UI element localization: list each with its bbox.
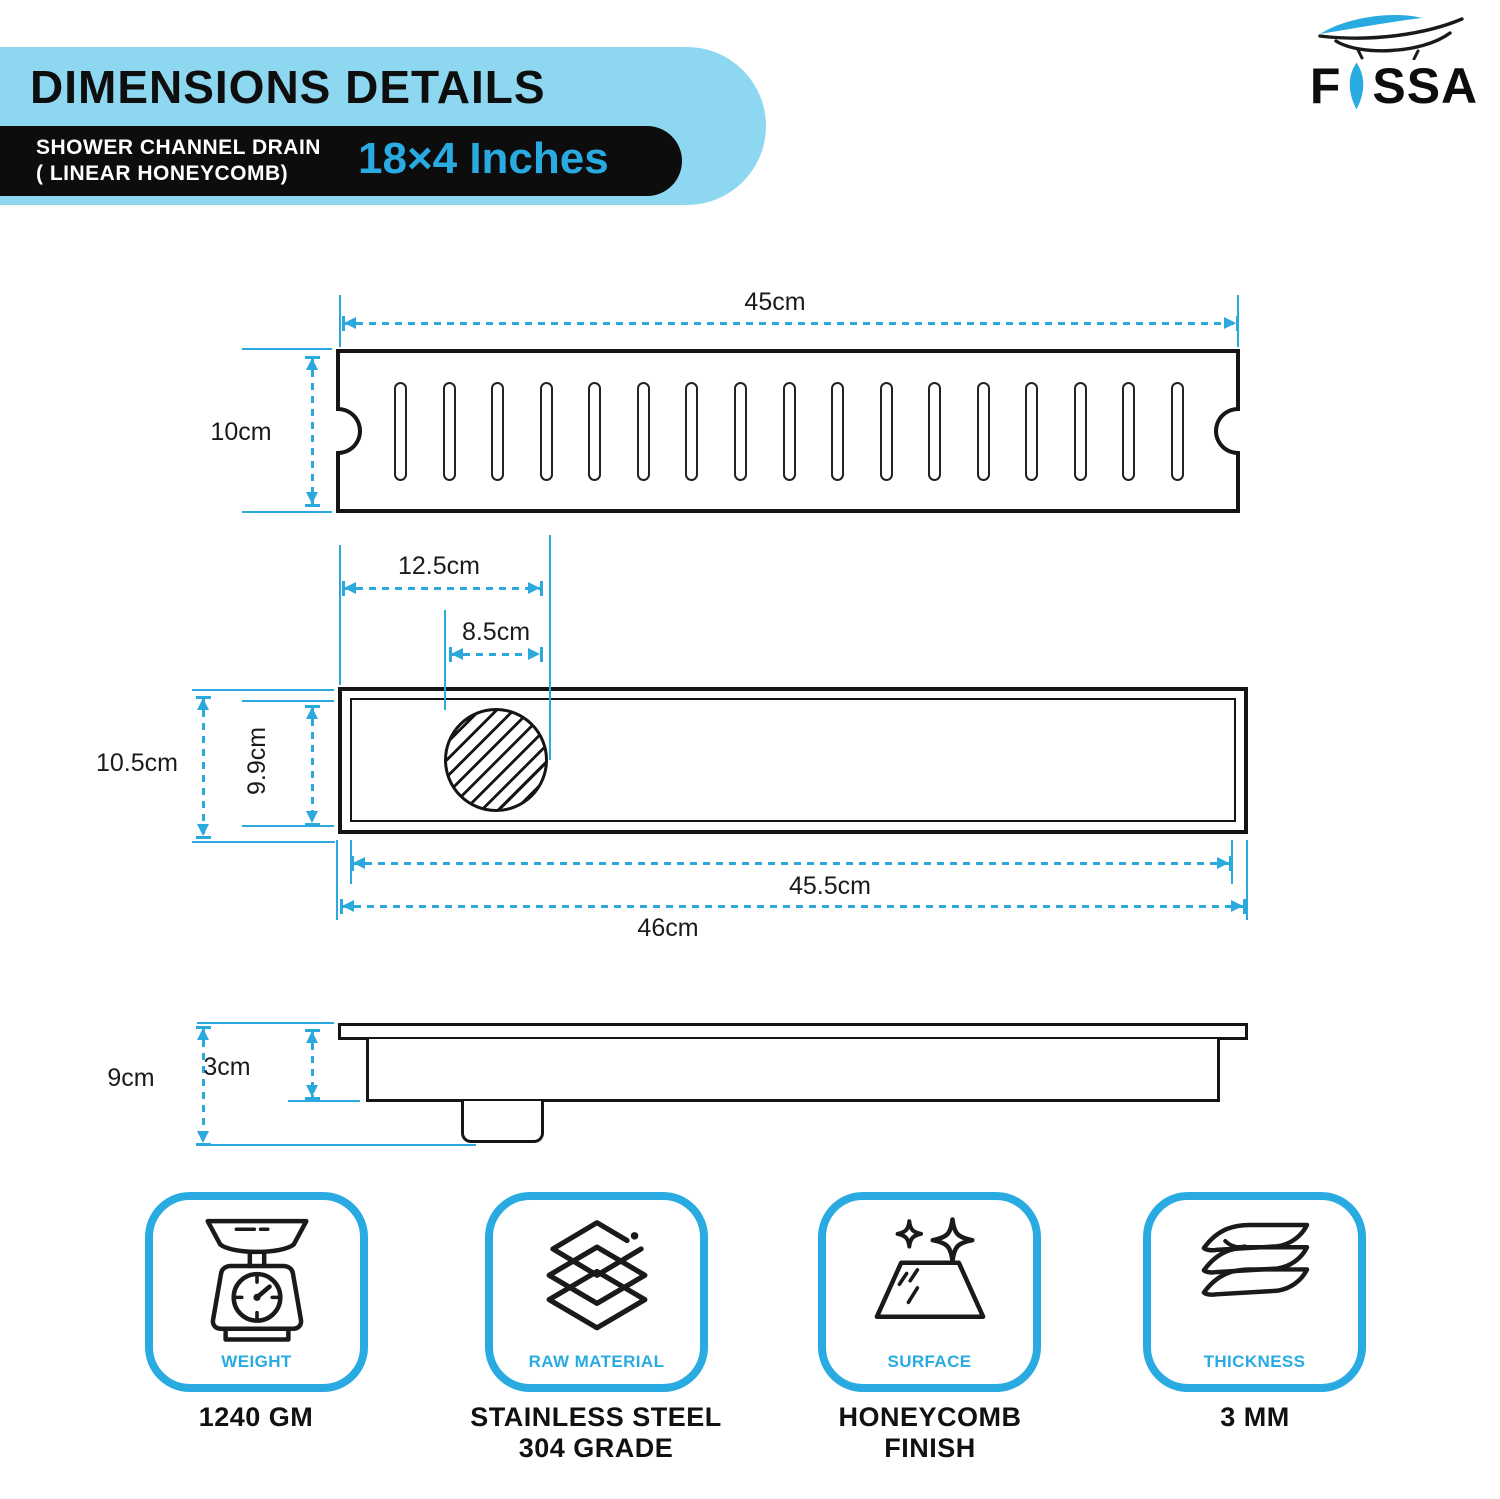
product-name-line2: ( LINEAR HONEYCOMB) <box>36 162 289 185</box>
drain-outlet-hatched <box>444 708 548 812</box>
product-size: 18×4 Inches <box>358 134 609 183</box>
extension-line <box>549 535 551 760</box>
feature-label: WEIGHT <box>221 1352 292 1371</box>
dim-label-outer-width: 46cm <box>637 914 699 942</box>
drain-slot <box>1171 382 1184 481</box>
feature-card-surface: SURFACE <box>818 1192 1041 1392</box>
extension-line <box>242 700 334 702</box>
drain-slot <box>831 382 845 481</box>
feature-card-weight: WEIGHT <box>145 1192 368 1392</box>
feature-card-raw-material: RAW MATERIAL <box>485 1192 708 1392</box>
dim-line-grate-height <box>305 355 320 507</box>
feature-value-surface: HONEYCOMB FINISH <box>790 1402 1070 1464</box>
dim-label-grate-width: 45cm <box>744 288 806 316</box>
drain-slot <box>879 382 893 481</box>
dim-label-drain-diameter: 8.5cm <box>461 618 531 646</box>
feature-value-raw-material: STAINLESS STEEL 304 GRADE <box>456 1402 736 1464</box>
dim-line-drain-diameter <box>448 647 543 662</box>
dim-line-outer-height <box>196 695 211 839</box>
feature-card-thickness: THICKNESS <box>1143 1192 1366 1392</box>
bathtub-icon <box>1318 14 1464 61</box>
drain-slot <box>733 382 747 481</box>
feature-label: THICKNESS <box>1203 1352 1306 1371</box>
feature-label: SURFACE <box>887 1352 972 1371</box>
product-name-line1: SHOWER CHANNEL DRAIN <box>36 136 321 159</box>
dim-line-grate-width <box>341 316 1239 331</box>
dim-line-inner-height <box>305 704 320 826</box>
drain-slot <box>394 382 407 481</box>
brand-logo: F SSA <box>1308 8 1480 111</box>
drain-slot <box>782 382 796 481</box>
shiny-surface-icon <box>874 1217 985 1319</box>
side-view-body <box>366 1039 1220 1102</box>
dim-label-inner-width: 45.5cm <box>789 872 871 900</box>
drain-slot <box>1025 382 1039 481</box>
extension-line <box>1246 840 1248 920</box>
extension-line <box>242 348 332 350</box>
right-notch <box>1214 407 1240 455</box>
dim-label-inner-height: 9.9cm <box>243 726 271 796</box>
feature-value-line2: 304 GRADE <box>518 1433 674 1463</box>
leaf-icon <box>1350 62 1364 110</box>
drain-slot <box>636 382 650 481</box>
feature-value-weight: 1240 GM <box>116 1402 396 1433</box>
extension-line <box>197 1144 476 1146</box>
dim-label-grate-height: 10cm <box>210 418 272 446</box>
drain-slot <box>491 382 505 481</box>
stacked-sheets-icon <box>1201 1222 1309 1297</box>
brand-name: F SSA <box>1308 61 1480 111</box>
feature-value-line1: STAINLESS STEEL <box>470 1402 722 1432</box>
product-pill: SHOWER CHANNEL DRAIN ( LINEAR HONEYCOMB)… <box>0 126 682 196</box>
page-title: DIMENSIONS DETAILS <box>30 61 546 113</box>
dim-line-outer-width <box>339 899 1246 914</box>
dim-label-total-height: 9cm <box>107 1064 155 1092</box>
extension-line <box>336 840 338 920</box>
extension-line <box>339 545 341 685</box>
side-view-flange <box>338 1023 1248 1040</box>
slot-row <box>394 382 1184 481</box>
extension-line <box>192 841 335 843</box>
drain-slot <box>539 382 553 481</box>
extension-line <box>444 610 446 710</box>
brand-name-prefix: F <box>1309 58 1342 114</box>
extension-line <box>242 825 334 827</box>
left-notch <box>336 407 362 455</box>
extension-line <box>242 511 332 513</box>
dim-label-drain-offset: 12.5cm <box>398 552 480 580</box>
extension-line <box>1231 840 1233 884</box>
extension-line <box>339 295 341 347</box>
extension-line <box>192 689 334 691</box>
drain-slot <box>1122 382 1136 481</box>
dim-line-inner-width <box>350 856 1232 871</box>
feature-value-line1: HONEYCOMB <box>838 1402 1022 1432</box>
feature-value-line1: 1240 GM <box>198 1402 314 1432</box>
layers-icon <box>546 1220 647 1331</box>
top-view-grate <box>336 349 1240 513</box>
brand-name-suffix: SSA <box>1372 58 1479 114</box>
drain-slot <box>685 382 699 481</box>
plan-view-channel <box>338 687 1248 834</box>
dim-label-channel-depth: 3cm <box>203 1053 251 1081</box>
drain-slot <box>1073 382 1087 481</box>
drain-slot <box>442 382 456 481</box>
side-view-outlet <box>461 1101 544 1143</box>
dim-line-drain-offset <box>341 581 543 596</box>
extension-line <box>197 1022 334 1024</box>
feature-value-line2: FINISH <box>884 1433 976 1463</box>
dim-label-outer-height: 10.5cm <box>96 749 178 777</box>
dim-line-total-height <box>196 1025 211 1146</box>
feature-value-thickness: 3 MM <box>1115 1402 1395 1433</box>
feature-label: RAW MATERIAL <box>528 1352 665 1371</box>
drain-slot <box>976 382 990 481</box>
extension-line <box>288 1100 360 1102</box>
dim-line-channel-depth <box>305 1028 320 1100</box>
feature-value-line1: 3 MM <box>1220 1402 1290 1432</box>
drain-slot <box>588 382 602 481</box>
drain-slot <box>928 382 942 481</box>
weighing-scale-icon <box>204 1218 309 1342</box>
